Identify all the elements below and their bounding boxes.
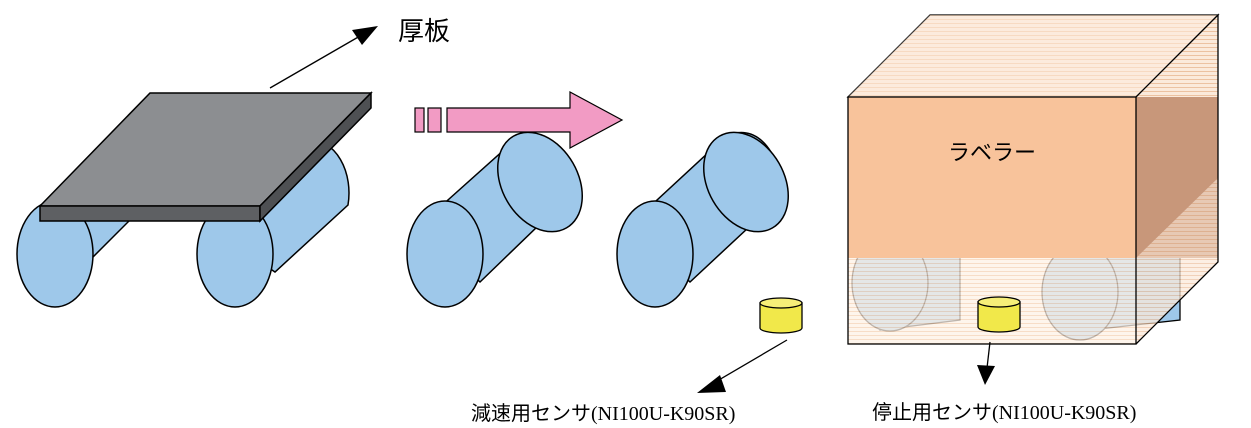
right-arrow-icon: [414, 90, 624, 150]
thick-plate: [38, 91, 373, 223]
deceleration-sensor-label: 減速用センサ(NI100U-K90SR): [471, 401, 735, 425]
deceleration-sensor-model: (NI100U-K90SR): [591, 403, 735, 425]
stop-sensor: [977, 296, 1021, 333]
deceleration-sensor: [759, 297, 803, 334]
roller-3: [406, 131, 584, 308]
plate-leader-arrow: [269, 26, 378, 89]
labeler-label: ラベラー: [948, 141, 1036, 166]
stop-sensor-label: 停止用センサ(NI100U-K90SR): [872, 400, 1136, 424]
stop-sensor-leader-arrow: [977, 341, 995, 385]
roller-4: [616, 131, 790, 308]
deceleration-sensor-name: 減速用センサ: [471, 401, 591, 425]
stop-sensor-name: 停止用センサ: [872, 400, 992, 424]
deceleration-sensor-leader-arrow: [697, 339, 788, 393]
stop-sensor-model: (NI100U-K90SR): [992, 402, 1136, 424]
labeler-box: [846, 13, 1220, 345]
plate-label: 厚板: [398, 17, 450, 47]
